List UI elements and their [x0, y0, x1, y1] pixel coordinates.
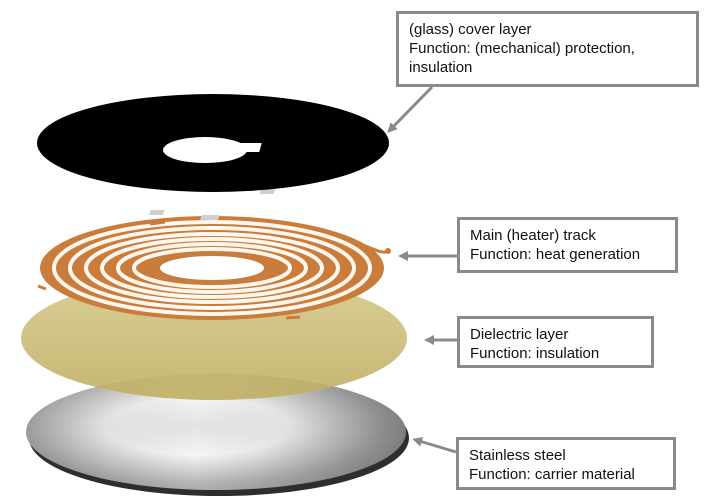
heater-track-layer [37, 216, 391, 320]
cover-layer-title: (glass) cover layer [409, 21, 532, 38]
callout-cover-layer: (glass) cover layer Function: (mechanica… [396, 11, 699, 87]
stainless-steel-title: Stainless steel [469, 447, 566, 464]
heater-track-function: Function: heat generation [470, 246, 641, 263]
contact-pads [148, 189, 276, 220]
callout-dielectric-layer: Dielectric layer Function: insulation [457, 316, 654, 368]
callout-stainless-steel: Stainless steel Function: carrier materi… [456, 437, 676, 490]
callout-arrows [387, 85, 457, 454]
glass-cover-layer [37, 94, 389, 192]
heater-track-title: Main (heater) track [470, 227, 596, 244]
dielectric-layer-function: Function: insulation [470, 345, 600, 362]
steel-arrow [412, 436, 457, 454]
cover-arrow [387, 85, 434, 133]
dielectric-layer-title: Dielectric layer [470, 326, 569, 343]
callout-heater-track: Main (heater) track Function: heat gener… [457, 217, 678, 273]
cover-layer-function: Function: (mechanical) protection, insul… [409, 40, 635, 76]
stainless-steel-function: Function: carrier material [469, 466, 635, 483]
stainless-steel-layer [26, 374, 409, 496]
